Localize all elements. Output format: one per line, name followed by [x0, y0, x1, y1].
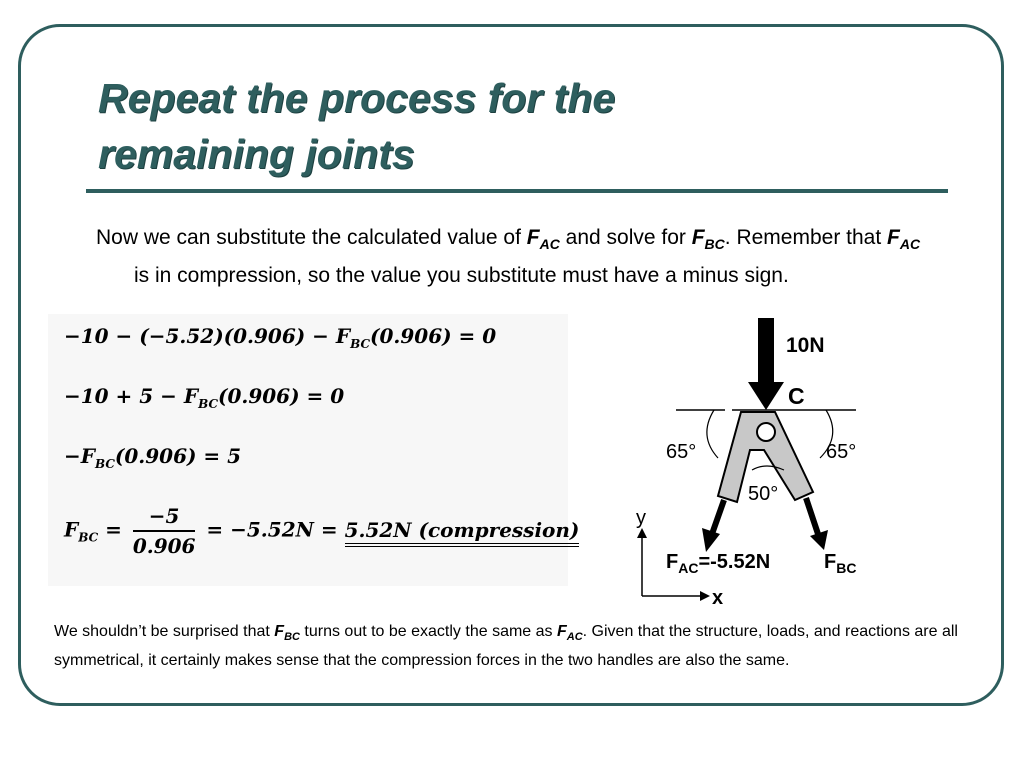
slide-frame — [18, 24, 1004, 706]
angle-right-label: 65° — [826, 441, 856, 463]
footer-var-fac: FAC — [556, 623, 583, 643]
footer-text-1: We shouldn’t be surprised that — [54, 623, 275, 640]
angle-arc-center — [751, 465, 785, 471]
joint-c-diagram: 10N C 65° 65° 50° y x FAC=-5.52N FBC — [636, 318, 856, 609]
pin-hole — [756, 422, 776, 442]
footer-text-2: turns out to be exactly the same as — [299, 623, 557, 640]
slide-title: Repeat the process for the remaining joi… — [98, 70, 938, 182]
equation-1: −10 − (−5.52)(0.906) − FBC(0.906) = 0 — [64, 324, 497, 351]
footer-text-3: . Given that the structure, loads, and r… — [54, 623, 958, 669]
axis-y-label: y — [636, 507, 646, 529]
joint-label: C — [788, 383, 805, 409]
joint-plate — [716, 411, 815, 504]
force-arrow-ac — [702, 499, 727, 552]
intro-var-fac: FAC — [526, 226, 560, 252]
intro-text-1: Now we can substitute the calculated val… — [96, 226, 527, 249]
conclusion-paragraph: We shouldn’t be surprised that FBC turns… — [54, 620, 994, 673]
footer-var-fbc: FBC — [274, 623, 300, 643]
load-arrow — [748, 318, 784, 410]
equation-2: −10 + 5 − FBC(0.906) = 0 — [64, 384, 345, 411]
intro-paragraph: Now we can substitute the calculated val… — [96, 222, 934, 291]
title-line-2: remaining joints — [98, 131, 415, 177]
intro-var-fbc: FBC — [691, 226, 725, 252]
axis-x-label: x — [712, 587, 723, 609]
intro-text-2: and solve for — [559, 226, 692, 249]
force-ac-label: FAC=-5.52N — [666, 551, 770, 576]
equation-3: −FBC(0.906) = 5 — [64, 444, 242, 471]
load-label: 10N — [786, 334, 825, 357]
coordinate-axes — [637, 528, 710, 601]
title-line-1: Repeat the process for the — [98, 75, 616, 121]
force-bc-label: FBC — [824, 551, 856, 576]
intro-text-4: is in compression, so the value you subs… — [134, 264, 789, 287]
angle-left-label: 65° — [666, 441, 696, 463]
angle-arc-left — [706, 409, 719, 459]
angle-arc-right — [819, 409, 834, 459]
result-underlined: 5.52N (compression) — [344, 517, 580, 547]
force-arrow-bc — [803, 497, 828, 550]
intro-var-fac-2: FAC — [887, 226, 921, 252]
equation-panel: −10 − (−5.52)(0.906) − FBC(0.906) = 0 −1… — [48, 314, 580, 586]
angle-center-label: 50° — [748, 483, 778, 505]
title-divider — [86, 189, 948, 193]
intro-text-3: . Remember that — [724, 226, 888, 249]
